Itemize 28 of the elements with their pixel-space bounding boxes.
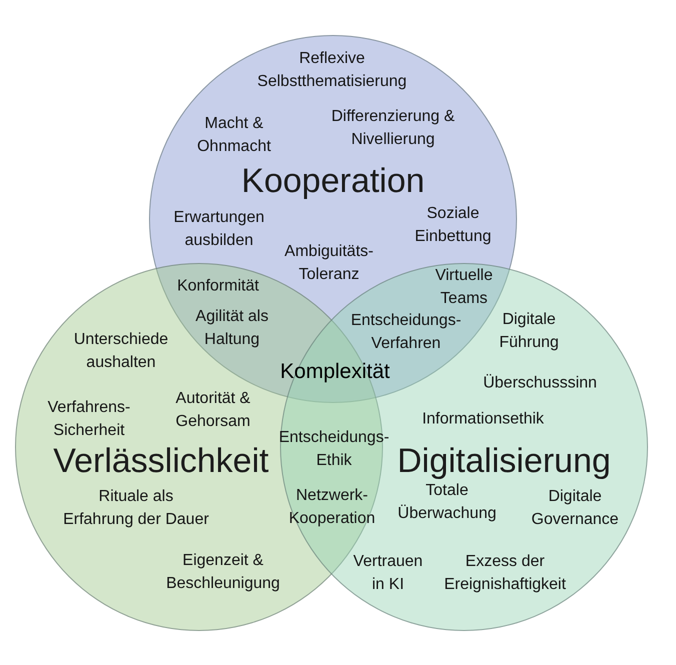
concept-label: Exzess der Ereignishaftigkeit: [444, 552, 566, 595]
circle-title: Digitalisierung: [397, 443, 611, 479]
concept-label: Netzwerk-Kooperation: [288, 486, 376, 529]
concept-label: Differenzierung & Nivellierung: [331, 107, 455, 150]
concept-label: Virtuelle Teams: [435, 266, 493, 309]
concept-label: Entscheidungs-Ethik: [278, 428, 390, 471]
concept-label: Ambiguitäts-Toleranz: [284, 242, 374, 285]
concept-label: Erwartungen ausbilden: [174, 208, 264, 251]
concept-label: Entscheidungs-Verfahren: [350, 311, 462, 354]
concept-label: Verfahrens-Sicherheit: [48, 398, 130, 441]
concept-label: Soziale Einbettung: [414, 204, 492, 247]
concept-label: Unterschiede aushalten: [74, 330, 168, 373]
concept-label: Reflexive Selbstthematisierung: [257, 49, 407, 92]
circle-title: Kooperation: [241, 163, 425, 199]
concept-label: Digitale Governance: [531, 487, 619, 530]
concept-label: Totale Überwachung: [398, 481, 496, 524]
concept-label: Informationsethik: [422, 410, 544, 430]
concept-label: Eigenzeit & Beschleunigung: [166, 551, 280, 594]
concept-label: Rituale als Erfahrung der Dauer: [63, 487, 209, 530]
concept-label: Digitale Führung: [499, 310, 559, 353]
concept-label: Vertrauen in KI: [353, 552, 423, 595]
concept-label: Konformität: [177, 276, 259, 296]
circle-title: Verlässlichkeit: [53, 443, 269, 479]
concept-label: Macht & Ohnmacht: [197, 114, 271, 157]
concept-label: Autorität & Gehorsam: [176, 389, 250, 432]
concept-label: Überschusssinn: [483, 373, 597, 394]
intersection-label: Komplexität: [280, 359, 390, 385]
concept-label: Agilität als Haltung: [196, 307, 268, 350]
